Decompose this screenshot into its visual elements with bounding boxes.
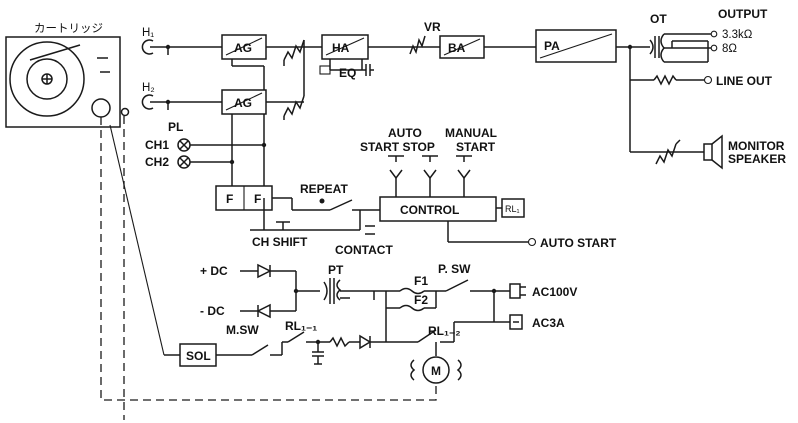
pt-label: PT [328, 263, 344, 277]
block-control-label: CONTROL [400, 203, 459, 217]
block-pa-label: PA [544, 39, 560, 53]
block-ag1-label: AG [234, 41, 252, 55]
cartridge [5, 36, 130, 128]
block-f1-label: F [226, 192, 233, 206]
output-8ohm-label: 8Ω [722, 43, 737, 55]
motor-icon [410, 356, 462, 384]
block-rl1 [501, 198, 525, 218]
stop-switch [422, 155, 438, 197]
block-control [379, 196, 497, 222]
start-stop-label: START STOP [360, 140, 435, 154]
eq-label: EQ [339, 66, 356, 80]
head-h2-label: H₂ [142, 82, 155, 94]
lamp-ch1 [177, 138, 191, 152]
start-switch [388, 155, 404, 197]
block-ag2-label: AG [234, 96, 252, 110]
speaker-label: SPEAKER [728, 152, 786, 166]
f2-label: F2 [414, 293, 428, 307]
vr-label: VR [424, 20, 441, 34]
head-h2 [141, 94, 162, 110]
pl-label: PL [168, 120, 183, 134]
manual-start-label: START [456, 140, 496, 154]
block-ha-label: HA [332, 41, 350, 55]
ot-label: OT [650, 12, 667, 26]
monitor-label: MONITOR [728, 139, 785, 153]
ac3a-label: AC3A [532, 316, 565, 330]
rl11-label: RL₁₋₁ [285, 319, 317, 333]
manual-start-switch [456, 155, 472, 197]
minus-dc-label: - DC [200, 304, 225, 318]
block-sol-label: SOL [186, 349, 211, 363]
output-label: OUTPUT [718, 7, 768, 21]
ac100v-label: AC100V [532, 285, 577, 299]
manual-label: MANUAL [445, 126, 497, 140]
rl12-label: RL₁₋₂ [428, 324, 461, 338]
p-sw-label: P. SW [438, 262, 471, 276]
output-3k3-label: 3.3kΩ [722, 29, 753, 41]
motor-label: M [431, 364, 441, 378]
block-f2-label: F [254, 192, 261, 206]
m-sw-label: M.SW [226, 323, 259, 337]
ch2-label: CH2 [145, 155, 169, 169]
block-ba-label: BA [448, 41, 466, 55]
auto-label: AUTO [388, 126, 422, 140]
plus-dc-label: + DC [200, 264, 228, 278]
head-h1-label: H₁ [142, 27, 154, 39]
lamp-ch2 [177, 155, 191, 169]
auto-start-out-label: AUTO START [540, 236, 617, 250]
block-rl1-label: RL₁ [505, 204, 520, 214]
head-h1 [141, 39, 162, 55]
ch-shift-label: CH SHIFT [252, 235, 308, 249]
contact-label: CONTACT [335, 243, 393, 257]
line-out-label: LINE OUT [716, 74, 773, 88]
f1-label: F1 [414, 274, 428, 288]
cartridge-label: カートリッジ [34, 22, 103, 35]
repeat-label: REPEAT [300, 182, 348, 196]
ch1-label: CH1 [145, 138, 169, 152]
